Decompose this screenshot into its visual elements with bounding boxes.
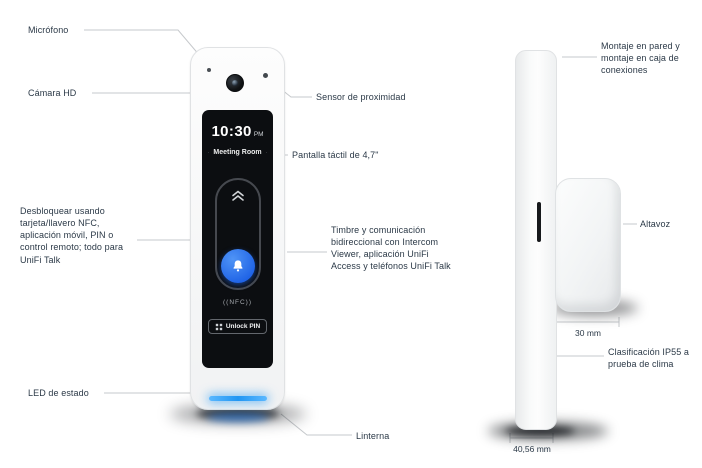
unlock-row: Unlock PIN (202, 319, 273, 334)
label-camera: Cámara HD (28, 88, 77, 98)
clock-meridiem: PM (253, 131, 264, 138)
chevron-up-icon (231, 190, 244, 201)
dimension-40-56mm: 40,56 mm (513, 444, 551, 454)
room-name: Meeting Room (213, 149, 262, 156)
led-reflection-glow (207, 413, 269, 422)
label-speaker: Altavoz (640, 219, 671, 229)
hd-camera (226, 74, 244, 92)
label-touchscreen: Pantalla táctil de 4,7" (292, 150, 379, 160)
unlock-pin-label: Unlock PIN (225, 323, 261, 330)
label-proximity-sensor: Sensor de proximidad (316, 92, 406, 102)
side-body (515, 50, 557, 430)
divider-left (208, 152, 210, 153)
line-microphone (84, 29, 207, 64)
nfc-label: ((NFC)) (222, 299, 253, 306)
speaker-bump (555, 178, 621, 312)
keypad-icon (215, 323, 223, 330)
side-device-shadow (505, 426, 575, 436)
label-ip-rating: Clasificación IP55 a prueba de clima (608, 347, 690, 370)
scroll-pill (214, 178, 261, 290)
room-header: Meeting Room (208, 149, 268, 156)
proximity-sensor-dot (263, 73, 268, 78)
doorbell-button (220, 249, 255, 283)
label-status-led: LED de estado (28, 388, 89, 398)
label-microphone: Micrófono (28, 25, 69, 35)
label-flashlight: Linterna (356, 431, 390, 441)
line-flashlight (280, 413, 352, 436)
unlock-pin-button: Unlock PIN (207, 319, 268, 334)
label-doorbell-communication: Timbre y comunicación bidireccional con … (331, 225, 451, 272)
clock-time: 10:30 (211, 123, 252, 140)
status-led-strip (208, 396, 267, 401)
dimension-30mm: 30 mm (575, 328, 601, 338)
bell-icon (232, 260, 243, 272)
divider-right (265, 152, 268, 153)
microphone-hole (207, 68, 211, 72)
camera-lens (232, 80, 238, 86)
label-unlock-methods: Desbloquear usando tarjeta/llavero NFC, … (20, 206, 124, 265)
device-side-view (510, 50, 628, 434)
speaker-slot (537, 202, 541, 242)
label-mounting: Montaje en pared y montaje en caja de co… (601, 41, 680, 76)
